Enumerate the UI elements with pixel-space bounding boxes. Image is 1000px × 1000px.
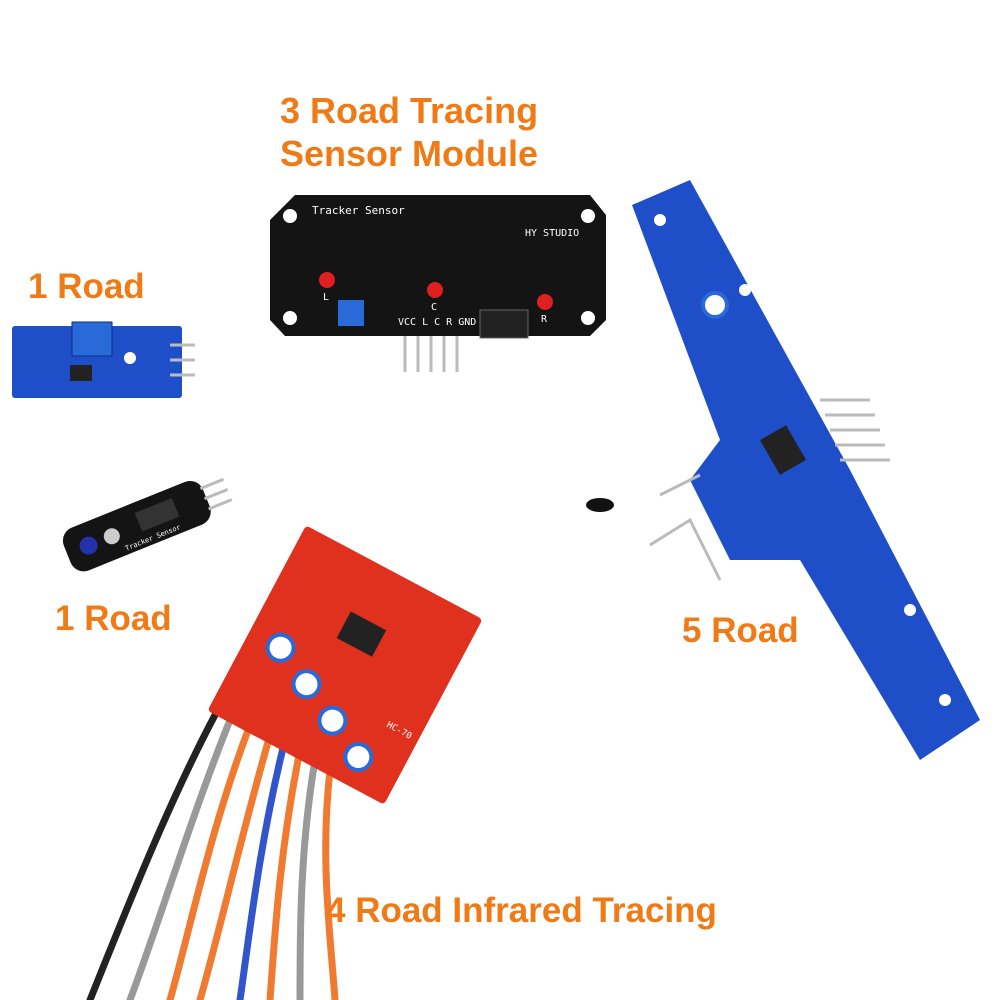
board-label-brand: HY STUDIO <box>525 228 579 239</box>
board-label-pins: VCC L C R GND <box>398 317 476 328</box>
three-road-title-line2: Sensor Module <box>280 133 539 175</box>
one-road-blue-board <box>12 321 195 398</box>
one-road-label-top: 1 Road <box>28 267 145 306</box>
four-road-label: 4 Road Infrared Tracing <box>326 891 717 930</box>
four-road-red-board: HC-70 <box>208 526 482 804</box>
three-road-title: 3 Road Tracing Sensor Module <box>280 89 538 175</box>
board-label-r: R <box>541 314 548 325</box>
one-road-black-sensor: Tracker Sensor <box>62 477 233 572</box>
one-road-label-bottom: 1 Road <box>55 599 172 638</box>
three-road-board: Tracker Sensor HY STUDIO VCC L C R GND L… <box>270 195 606 372</box>
board-label-l: L <box>323 292 329 303</box>
board-label-c: C <box>431 302 437 313</box>
board-label-tracker-sensor: Tracker Sensor <box>312 204 405 217</box>
five-road-blue-board <box>586 180 980 760</box>
three-road-title-line1: 3 Road Tracing <box>280 90 539 131</box>
five-road-label: 5 Road <box>682 611 799 650</box>
jumper-wires <box>86 711 339 1000</box>
